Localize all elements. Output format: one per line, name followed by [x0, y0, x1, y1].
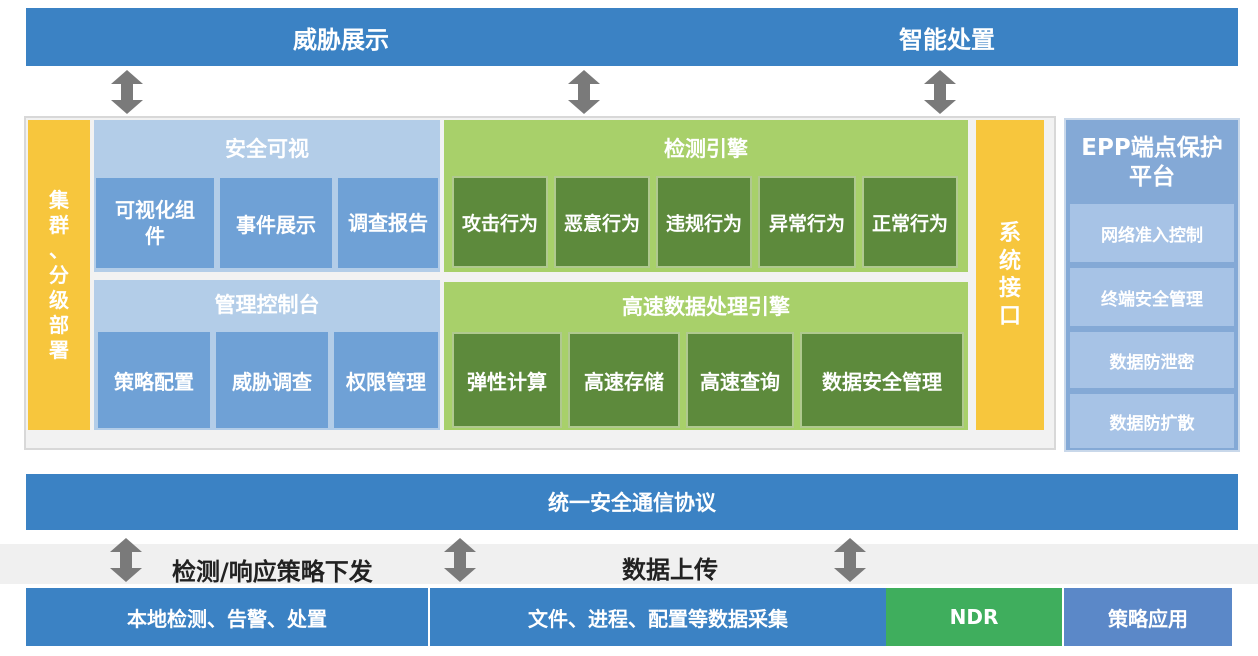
top-bar: 威胁展示 智能处置 [26, 8, 1238, 66]
protocol-bar: 统一安全通信协议 [26, 474, 1238, 530]
policy-dispatch-label: 检测/响应策略下发 [172, 558, 373, 586]
security-visual-title: 安全可视 [225, 137, 309, 161]
processing-item: 高速存储 [568, 332, 680, 428]
processing-item: 数据安全管理 [800, 332, 964, 428]
sv-item: 调查报告 [338, 178, 438, 268]
bottom-data-collection: 文件、进程、配置等数据采集 [430, 588, 886, 646]
detection-engine-title: 检测引擎 [664, 137, 748, 161]
epp-item: 数据防泄密 [1070, 332, 1234, 388]
detection-item: 攻击行为 [452, 176, 548, 268]
cluster-char: 部 [49, 312, 69, 337]
detection-item: 恶意行为 [554, 176, 650, 268]
double-arrow-icon [920, 68, 960, 116]
data-upload-label: 数据上传 [622, 556, 718, 584]
double-arrow-icon [106, 536, 146, 584]
double-arrow-icon [564, 68, 604, 116]
middle-band [0, 544, 1258, 584]
console-item: 威胁调查 [216, 332, 328, 428]
sv-item: 可视化组件 [96, 178, 214, 268]
console-item: 策略配置 [98, 332, 210, 428]
epp-item: 终端安全管理 [1070, 268, 1234, 326]
cluster-deploy-column: 集 群 、 分 级 部 署 [28, 120, 90, 430]
epp-item: 网络准入控制 [1070, 204, 1234, 262]
top-right-label: 智能处置 [899, 25, 995, 54]
double-arrow-icon [107, 68, 147, 116]
console-title: 管理控制台 [214, 293, 320, 317]
epp-item: 数据防扩散 [1070, 394, 1234, 448]
bottom-ndr: NDR [886, 588, 1062, 646]
cluster-char: 分 [49, 262, 69, 287]
cluster-char: 群 [49, 212, 69, 237]
sv-item: 事件展示 [220, 178, 332, 268]
sys-char: 统 [998, 248, 1021, 274]
top-left-label: 威胁展示 [293, 25, 389, 54]
processing-engine-title: 高速数据处理引擎 [622, 295, 790, 319]
sys-char: 接 [998, 276, 1021, 301]
double-arrow-icon [440, 536, 480, 584]
cluster-char: 集 [49, 187, 69, 212]
cluster-char: 署 [49, 337, 69, 362]
processing-item: 高速查询 [686, 332, 794, 428]
double-arrow-icon [830, 536, 870, 584]
bottom-policy-apply: 策略应用 [1064, 588, 1232, 646]
epp-title: EPP端点保护平台 [1081, 135, 1223, 190]
bottom-local-detection: 本地检测、告警、处置 [26, 588, 428, 646]
detection-item: 违规行为 [656, 176, 752, 268]
sys-char: 口 [998, 303, 1021, 329]
system-interface-column: 系 统 接 口 [976, 120, 1044, 430]
cluster-char: 级 [49, 287, 69, 312]
sys-char: 系 [998, 221, 1021, 246]
console-item: 权限管理 [334, 332, 438, 428]
detection-item: 正常行为 [862, 176, 958, 268]
cluster-char: 、 [49, 237, 69, 262]
processing-item: 弹性计算 [452, 332, 562, 428]
detection-item: 异常行为 [758, 176, 856, 268]
